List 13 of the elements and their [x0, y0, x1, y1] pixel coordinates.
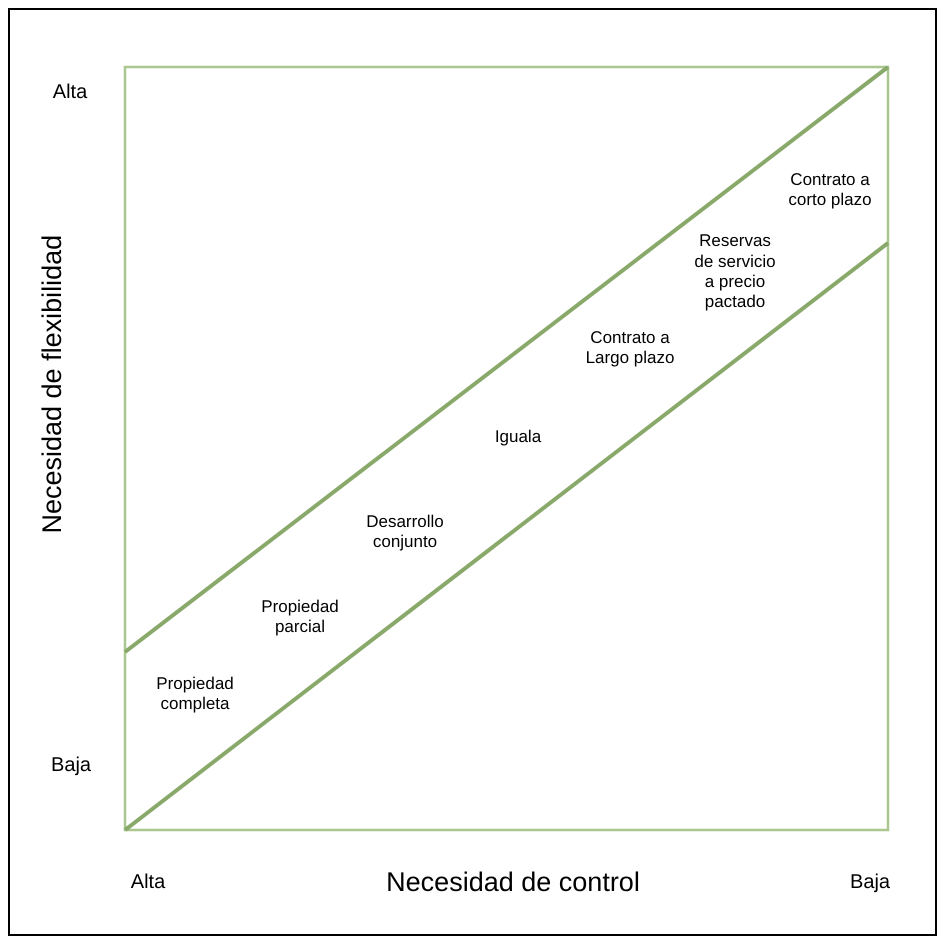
- band-label: Propiedad completa: [155, 674, 235, 714]
- axis-tick-label: Alta: [52, 80, 88, 104]
- band-label: Reservas de servicio a precio pactado: [693, 231, 777, 313]
- band-label: Propiedad parcial: [260, 596, 340, 638]
- axis-title: Necesidad de control: [385, 866, 641, 898]
- band-label: Iguala: [494, 426, 542, 448]
- band-label: Desarrollo conjunto: [365, 512, 445, 552]
- band-label: Contrato a corto plazo: [787, 170, 873, 210]
- axis-title: Necesidad de flexibilidad: [36, 234, 68, 536]
- axis-tick-label: Alta: [130, 870, 166, 894]
- axis-tick-label: Baja: [50, 753, 92, 777]
- axis-tick-label: Baja: [848, 870, 892, 894]
- band-label: Contrato a Largo plazo: [584, 328, 676, 368]
